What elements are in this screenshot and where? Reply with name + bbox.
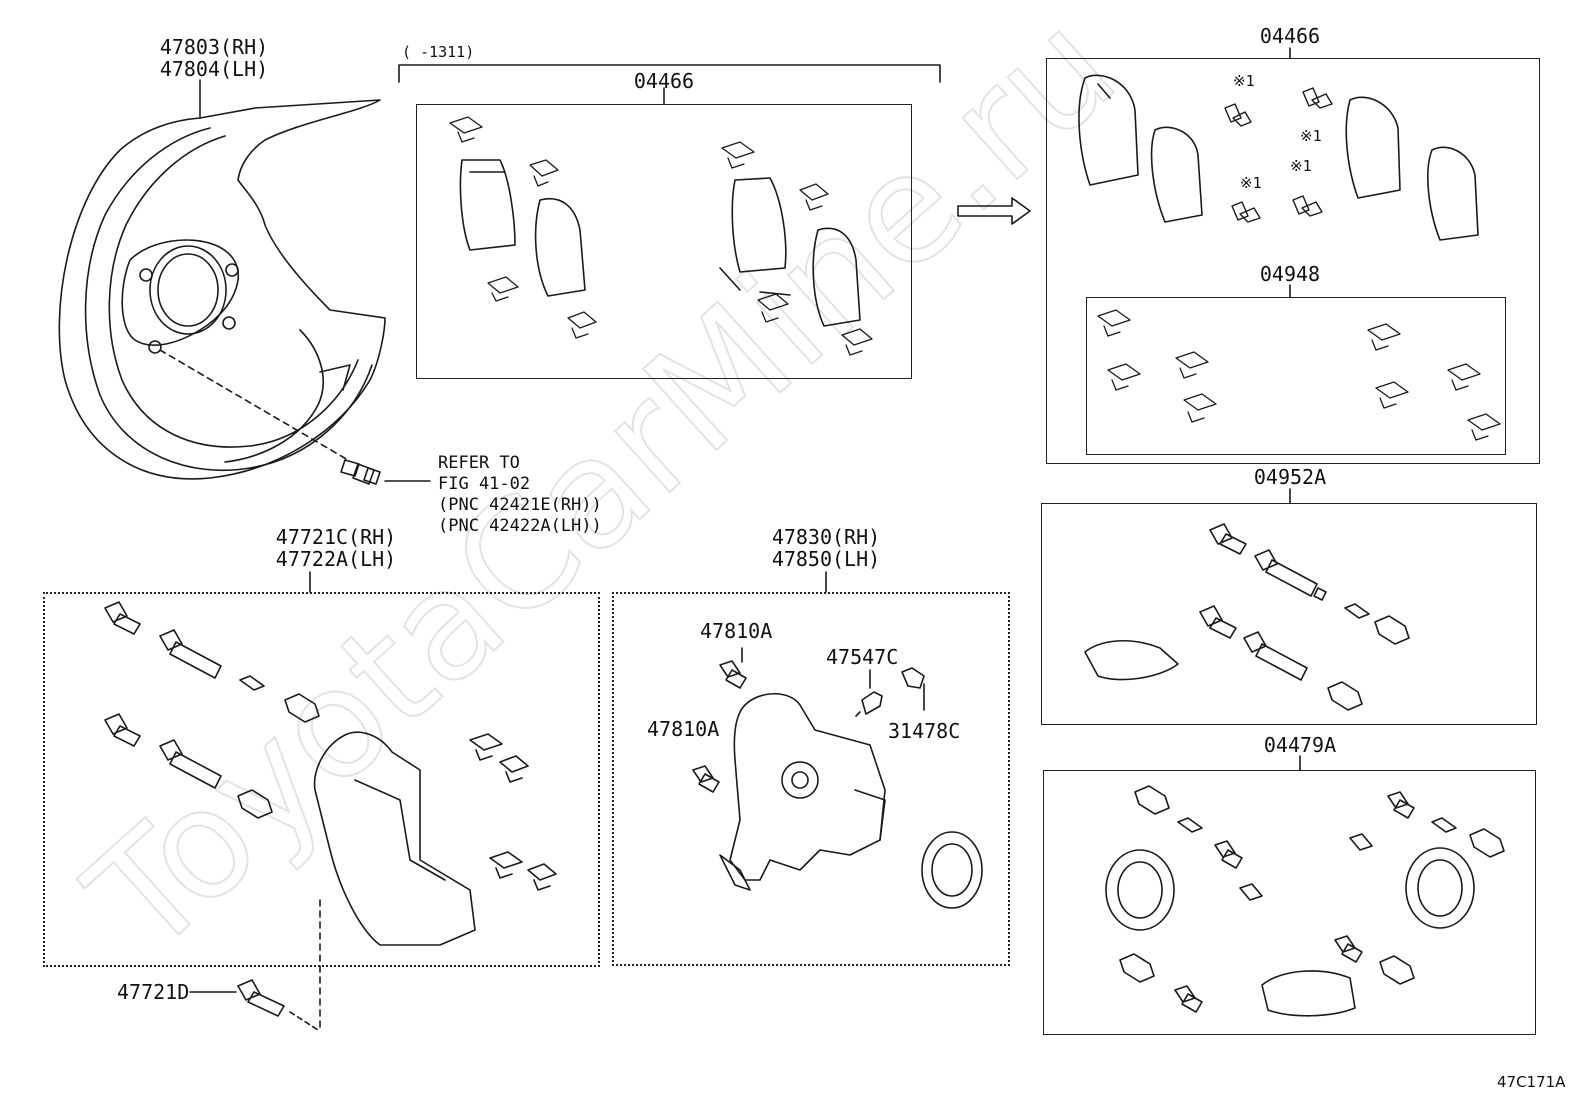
mount-box [43, 592, 600, 967]
right-kit-label: 04466 [1259, 24, 1321, 48]
top-kit-range: ( -1311) [402, 43, 475, 61]
mount-bolt [189, 979, 319, 1031]
shield-label-lh: 47804(LH) [159, 57, 269, 81]
figure-code: 47C171A [1497, 1073, 1566, 1091]
dust-shield [58, 99, 386, 480]
seal-kit-label: 04479A [1263, 733, 1337, 757]
shield-label-rh: 47803(RH) [159, 35, 269, 59]
top-kit-box [416, 104, 912, 379]
caliper-label-lh: 47850(LH) [771, 547, 881, 571]
right-kit-box [1046, 58, 1540, 464]
cap-label: 31478C [888, 719, 961, 743]
arrow-icon [957, 197, 1031, 225]
right-kit-mark-4: ※1 [1290, 157, 1312, 175]
mount-label-rh: 47721C(RH) [275, 525, 397, 549]
right-kit-mark-3: ※1 [1240, 174, 1262, 192]
shield-bolt [340, 459, 431, 485]
right-kit-mark-2: ※1 [1300, 127, 1322, 145]
mount-label-lh: 47722A(LH) [275, 547, 397, 571]
seal-kit-box [1043, 770, 1536, 1035]
guide-kit-label: 04952A [1253, 465, 1327, 489]
caliper-bolt-upper-label: 47810A [700, 619, 773, 643]
caliper-label-rh: 47830(RH) [771, 525, 881, 549]
shim-kit-box [1086, 297, 1506, 455]
caliper-bolt-lower-label: 47810A [647, 717, 720, 741]
guide-kit-box [1041, 503, 1537, 725]
refer-note-line-3: (PNC 42421E(RH)) [438, 495, 602, 515]
right-kit-mark-1: ※1 [1233, 72, 1255, 90]
shim-kit-label: 04948 [1259, 262, 1321, 286]
refer-note-line-4: (PNC 42422A(LH)) [438, 516, 602, 536]
refer-note-line-1: REFER TO [438, 453, 520, 473]
top-kit-label: 04466 [633, 69, 695, 93]
bleeder-label: 47547C [826, 645, 899, 669]
caliper-box [612, 592, 1010, 966]
mount-bolt-label: 47721D [117, 980, 190, 1004]
refer-note-line-2: FIG 41-02 [438, 474, 531, 494]
